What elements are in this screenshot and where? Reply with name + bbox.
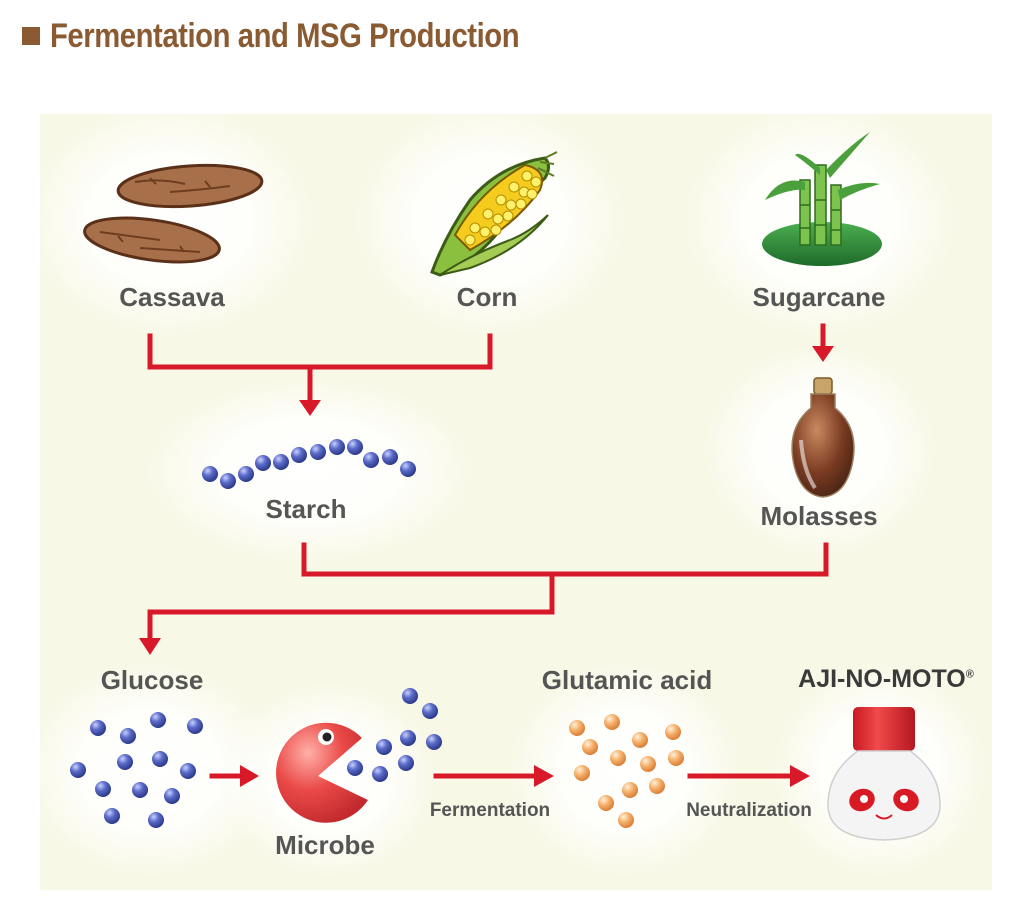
label-ajinomoto: AJI-NO-MOTO® [798,665,974,694]
label-glucose: Glucose [100,665,204,695]
glucose-near-microbe [347,688,442,782]
label-sugarcane: Sugarcane [752,282,886,312]
label-microbe: Microbe [275,830,375,860]
label-glutamic-acid: Glutamic acid [541,665,713,695]
cassava-icon [83,163,264,264]
sugarcane-icon [762,132,882,266]
ajinomoto-name: AJI-NO-MOTO [798,665,966,693]
label-fermentation: Fermentation [429,800,551,821]
starch-chain [202,439,416,489]
label-starch: Starch [265,494,347,524]
arrow-heads [139,346,834,787]
title-text: Fermentation and MSG Production [50,16,520,55]
microbe-icon [276,722,368,823]
molasses-bottle-icon [791,377,855,498]
glutamic-acid-molecules [569,714,684,828]
label-corn: Corn [456,282,518,312]
flow-connectors [147,323,829,779]
label-cassava: Cassava [119,282,225,312]
ajinomoto-bottle-icon [827,707,941,841]
registered-mark: ® [965,668,974,681]
corn-icon [430,151,558,277]
label-molasses: Molasses [760,501,878,531]
label-neutralization: Neutralization [686,800,812,821]
page-title: Fermentation and MSG Production [22,14,596,58]
glucose-molecules [70,712,203,828]
title-square-icon [22,27,40,45]
